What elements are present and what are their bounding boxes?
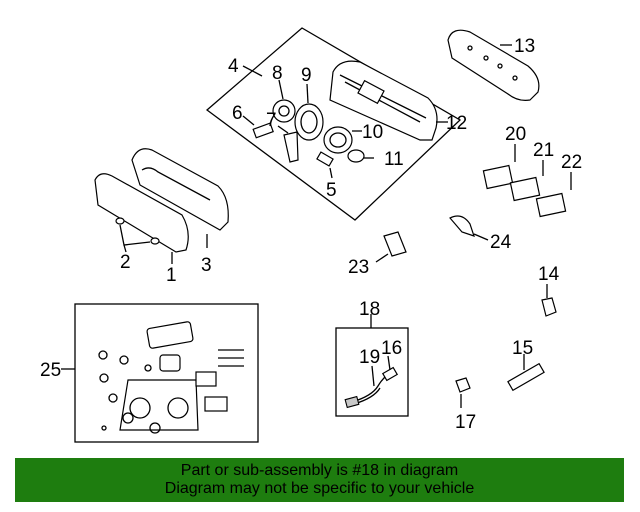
callout-18: 18: [359, 299, 380, 320]
circuit-board-part-13[interactable]: [447, 29, 540, 101]
bracket-part-23[interactable]: [375, 231, 407, 263]
gauge-part-10[interactable]: [323, 126, 362, 154]
callout-8: 8: [272, 63, 283, 84]
callout-4: 4: [228, 56, 239, 77]
callout-2: 2: [120, 252, 131, 273]
bracket-part-7[interactable]: [277, 125, 299, 163]
callout-7: 7: [266, 110, 277, 131]
cluster-lens-part-1[interactable]: [94, 173, 189, 264]
info-banner: Part or sub-assembly is #18 in diagram D…: [15, 458, 624, 502]
callout-9: 9: [301, 65, 312, 86]
control-assembly-part-25[interactable]: [98, 321, 244, 434]
gauge-part-9[interactable]: [294, 83, 324, 141]
connector-part-21[interactable]: [509, 160, 544, 202]
banner-line-1: Part or sub-assembly is #18 in diagram: [180, 462, 459, 479]
callout-1: 1: [166, 265, 177, 286]
callout-16: 16: [381, 338, 402, 359]
lens-part-6[interactable]: [242, 115, 274, 139]
bulb-part-5[interactable]: [316, 151, 334, 179]
sensor-part-15[interactable]: [507, 354, 545, 392]
sensor-part-14[interactable]: [541, 284, 557, 317]
callout-17: 17: [455, 412, 476, 433]
callout-23: 23: [348, 257, 369, 278]
control-assembly-frame: [74, 303, 259, 443]
clip-part-2[interactable]: [115, 217, 160, 253]
callout-14: 14: [538, 264, 560, 285]
bulb-part-17[interactable]: [455, 377, 471, 408]
wiring-harness-part-18[interactable]: [344, 366, 399, 409]
callout-19: 19: [359, 347, 380, 368]
callout-3: 3: [201, 255, 212, 276]
gauge-part-8[interactable]: [272, 79, 296, 123]
callout-20: 20: [505, 124, 526, 145]
gauge-part-11[interactable]: [347, 149, 374, 163]
cluster-housing-part[interactable]: [329, 60, 448, 141]
connector-part-20[interactable]: [482, 144, 516, 190]
callout-22: 22: [561, 152, 582, 173]
callout-25: 25: [40, 360, 61, 381]
callout-10: 10: [362, 122, 383, 143]
callout-6: 6: [232, 103, 243, 124]
connector-part-22[interactable]: [535, 172, 572, 218]
bulb-part-24[interactable]: [449, 215, 489, 241]
callout-15: 15: [512, 338, 533, 359]
cluster-bezel-part-3[interactable]: [131, 148, 229, 248]
callout-11: 11: [384, 149, 404, 170]
banner-line-2: Diagram may not be specific to your vehi…: [164, 480, 475, 497]
callout-13: 13: [514, 36, 535, 57]
callout-21: 21: [533, 140, 554, 161]
harness-assembly-frame: [335, 327, 409, 417]
callout-12: 12: [446, 113, 467, 134]
cluster-group-frame: [205, 27, 462, 221]
callout-5: 5: [326, 180, 337, 201]
callout-24: 24: [490, 232, 512, 253]
